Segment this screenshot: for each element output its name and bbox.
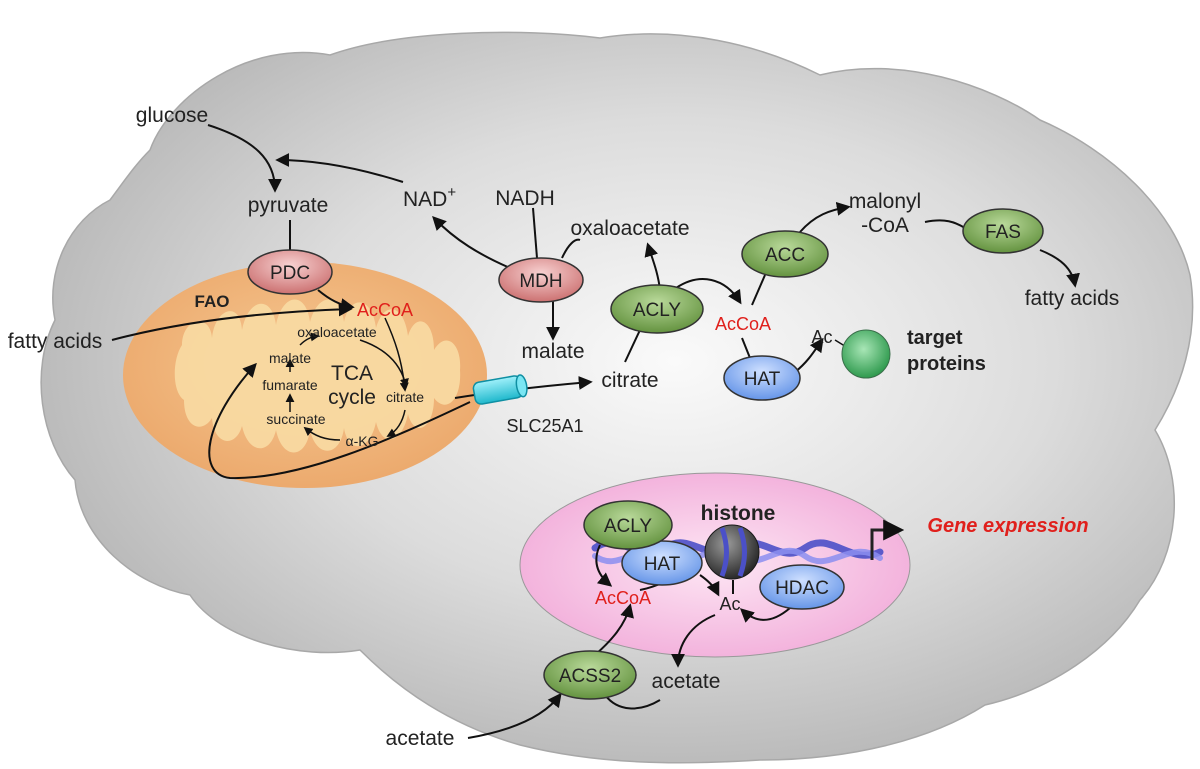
tca-title-line2: cycle [328,386,376,409]
enzyme-hdac-label: HDAC [775,578,829,599]
enzyme-hat-nuclear-label: HAT [644,554,681,575]
enzyme-fas-label: FAS [985,222,1021,243]
enzyme-pdc-label: PDC [270,263,310,284]
tca-arrow-malate-oxaloacetate [299,332,320,346]
arrow-ac-acetate [671,614,716,668]
enzyme-hat-nuclear: HAT [621,540,703,586]
enzyme-acly-label: ACLY [633,300,682,321]
label-malate-cytosol: malate [521,340,584,363]
enzyme-pdc: PDC [247,249,333,295]
enzyme-fas: FAS [962,208,1044,254]
label-proteins: proteins [907,353,986,375]
label-fatty-acids-product: fatty acids [1025,287,1120,310]
label-ac-target: Ac [811,327,832,347]
label-oxaloacetate-cytosol: oxaloacetate [570,217,689,240]
tca-arrow-citrate-akg [386,409,406,437]
label-fatty-acids-input: fatty acids [8,330,103,353]
arrow-mdh-nad [432,215,511,269]
enzyme-acss2-label: ACSS2 [559,666,621,687]
enzyme-hdac: HDAC [759,564,845,610]
mitochondrion-cristae [174,299,461,453]
enzyme-acly-nuclear: ACLY [583,500,673,550]
enzyme-acly: ACLY [610,284,704,334]
label-acoa-nucleus: AcCoA [595,588,651,608]
line-nadh-mdh [532,207,538,259]
tca-label-citrate: citrate [386,389,424,405]
enzyme-hat: HAT [723,355,801,401]
enzyme-acc: ACC [741,230,829,278]
arrow-acly-nuc-acoa [595,544,613,587]
enzyme-acly-nuclear-label: ACLY [604,516,653,537]
label-nad-text: NAD [403,188,447,211]
arrow-malate-import [208,362,471,480]
arrow-fas-fatty-acids [1039,249,1080,288]
arrow-hat-ac [794,337,824,373]
enzyme-hat-label: HAT [744,369,781,390]
arrow-fatty-acids-acoa [111,302,353,341]
label-citrate-cytosol: citrate [601,369,658,392]
label-malonyl: malonyl [849,190,921,213]
label-glucose: glucose [136,104,208,127]
arrow-acc-malonyl [799,201,851,233]
label-acetate-input: acetate [386,727,455,750]
arrow-glucose-pyruvate [207,124,282,193]
line-citrate-acly [624,329,641,363]
histone-sphere [704,524,760,580]
arrow-hat-ac-nuc [699,574,720,597]
label-acetate-nucleus: acetate [652,670,721,693]
tca-label-oxaloacetate: oxaloacetate [297,324,377,340]
arrow-acly-acoa [675,278,742,305]
label-ac-nucleus: Ac [719,594,740,614]
tca-label-akg: α-KG [346,433,379,449]
gene-expression-arrow [870,519,905,560]
tca-arrow-oxaloacetate-citrate [359,339,409,388]
label-nad-sup: + [447,184,456,201]
label-nadh: NADH [495,187,555,210]
label-pyruvate: pyruvate [248,194,329,217]
line-acoa-hat [741,337,751,359]
tca-title-line1: TCA [331,362,373,385]
tca-label-malate: malate [269,350,311,366]
tca-label-fumarate: fumarate [262,377,317,393]
label-gene-expression: Gene expression [927,515,1088,537]
arrow-acetate-acss2 [467,692,562,739]
target-protein-sphere [841,329,891,379]
label-coa: -CoA [861,214,909,237]
label-slc25a1: SLC25A1 [506,416,583,436]
label-target: target [907,327,963,349]
tca-arrow-akg-succinate [303,426,341,441]
arrow-nad-loop [275,153,404,183]
label-acoa-cytosol: AcCoA [715,314,771,334]
label-histone: histone [701,502,776,525]
label-fao: FAO [195,292,230,311]
enzyme-acc-label: ACC [765,245,805,266]
enzyme-acss2: ACSS2 [543,650,637,700]
line-acoa-acc [751,274,766,306]
line-acss2-acetate [604,694,661,710]
slc25a1-transporter [472,374,528,405]
label-nad: NAD+ [403,184,456,211]
line-malonyl-fas [924,219,966,229]
arrow-hdac-ac [739,607,791,623]
label-acoa-mitochondria: AcCoA [357,300,413,320]
line-mdh-oxaloacetate [561,238,581,259]
enzyme-mdh-label: MDH [519,271,562,292]
enzyme-mdh: MDH [498,257,584,303]
tca-label-succinate: succinate [266,411,325,427]
